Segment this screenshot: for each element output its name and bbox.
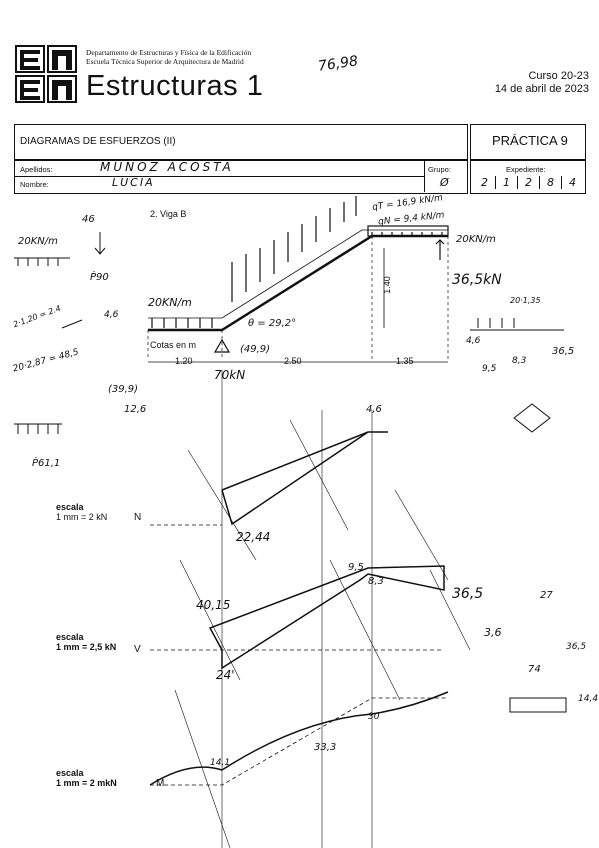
note-4-6: 4,6 bbox=[104, 310, 119, 320]
reaction-left-label: 70kN bbox=[214, 368, 246, 382]
m-scale-title: escala bbox=[56, 768, 84, 778]
load-right-label: 20KN/m bbox=[456, 234, 496, 245]
v-scale-title: escala bbox=[56, 632, 84, 642]
note-12-6: 12,6 bbox=[124, 404, 147, 415]
v-scale-value: 1 mm = 2,5 kN bbox=[56, 642, 117, 652]
height-dim: 1.40 bbox=[381, 276, 392, 294]
grupo-label: Grupo: bbox=[428, 165, 451, 174]
sketch-diamond bbox=[513, 403, 551, 433]
dept-line-1: Departamento de Estructuras y Física de … bbox=[86, 48, 252, 57]
apellidos-label: Apellidos: bbox=[20, 165, 53, 174]
n-scale-value: 1 mm = 2 kN bbox=[56, 512, 108, 522]
v-diagram bbox=[208, 565, 445, 670]
nombre-value: LUCIA bbox=[112, 176, 155, 189]
note-39-9: (39,9) bbox=[108, 384, 139, 395]
sketch-load-2 bbox=[14, 423, 62, 434]
m-scale-value: 1 mm = 2 mkN bbox=[56, 778, 117, 788]
m-val-2: 33,3 bbox=[314, 742, 337, 753]
right-note-d: 3,6 bbox=[484, 626, 502, 639]
n-scale: escala 1 mm = 2 kN bbox=[56, 502, 107, 522]
m-symbol: M bbox=[156, 778, 165, 789]
m-val-3: 30 bbox=[368, 712, 380, 722]
n-diagram bbox=[221, 431, 388, 491]
v-val-4: 8,3 bbox=[368, 576, 384, 587]
sketch-box bbox=[509, 697, 567, 713]
reaction-right-label: 36,5kN bbox=[452, 272, 502, 288]
left-support bbox=[213, 338, 231, 353]
v-scale: escala 1 mm = 2,5 kN bbox=[56, 632, 116, 652]
course-year: Curso 20-23 bbox=[528, 70, 589, 82]
course-info: Curso 20-23 14 de abril de 2023 bbox=[495, 70, 589, 96]
v-val-2: 24' bbox=[216, 668, 235, 682]
n-symbol: N bbox=[134, 512, 142, 523]
expediente-digit: 2 bbox=[474, 176, 496, 189]
note-p90: Ṗ90 bbox=[90, 272, 109, 283]
dim-1: 1.20 bbox=[175, 356, 193, 366]
beam-label: 2. Viga B bbox=[150, 209, 187, 219]
expediente-digit: 1 bbox=[496, 176, 518, 189]
right-note-c: 74 bbox=[528, 664, 541, 675]
course-title: Estructuras 1 bbox=[86, 70, 264, 102]
v-val-3: 9,5 bbox=[348, 562, 364, 573]
sketch-load bbox=[14, 257, 70, 266]
note-46: 46 bbox=[82, 214, 95, 225]
n-val-bottom: 22,44 bbox=[236, 530, 271, 544]
section-title: DIAGRAMAS DE ESFUERZOS (II) bbox=[20, 136, 176, 147]
col-divider bbox=[424, 160, 425, 192]
n-val-top: 4,6 bbox=[366, 404, 382, 415]
row-divider bbox=[14, 176, 424, 177]
inclined-load-arrows bbox=[231, 196, 357, 302]
v-symbol: V bbox=[134, 644, 141, 655]
note-r3: 9,5 bbox=[482, 364, 497, 374]
note-r2: 4,6 bbox=[466, 336, 481, 346]
dim-2: 2.50 bbox=[284, 356, 302, 366]
note-r4: 8,3 bbox=[512, 356, 527, 366]
v-val-1: 40,15 bbox=[196, 598, 231, 612]
m-baseline bbox=[150, 697, 448, 786]
expediente-digit: 8 bbox=[540, 176, 562, 189]
form-title-box bbox=[14, 124, 468, 160]
note-r5: 36,5 bbox=[552, 346, 575, 357]
left-load bbox=[151, 318, 213, 328]
n-scale-title: escala bbox=[56, 502, 84, 512]
expediente-digit: 2 bbox=[518, 176, 540, 189]
sketch-right bbox=[470, 318, 564, 331]
right-reaction-arrow bbox=[435, 239, 445, 260]
dept-line-2: Escuela Técnica Superior de Arquitectura… bbox=[86, 57, 244, 66]
etsam-logo bbox=[15, 45, 77, 103]
note-load: 20KN/m bbox=[18, 236, 58, 247]
note-r1: 20·1,35 bbox=[510, 296, 541, 305]
expediente-label: Expediente: bbox=[506, 165, 546, 174]
expediente-box bbox=[470, 160, 586, 194]
department-name: Departamento de Estructuras y Física de … bbox=[86, 48, 251, 66]
dim-3: 1.35 bbox=[396, 356, 414, 366]
v-val-5: 36,5 bbox=[452, 586, 484, 602]
m-val-1: 14,1 bbox=[210, 758, 231, 768]
student-box bbox=[14, 160, 468, 194]
expediente-digits: 2 1 2 8 4 bbox=[474, 176, 583, 189]
practice-label: PRÁCTICA 9 bbox=[492, 133, 568, 148]
m-diagram bbox=[149, 691, 449, 786]
reaction-left-mid: (49,9) bbox=[240, 344, 271, 355]
right-note-a: 27 bbox=[540, 590, 553, 601]
exam-date: 14 de abril de 2023 bbox=[494, 83, 589, 95]
right-load bbox=[367, 225, 449, 237]
sketch-arrow bbox=[94, 232, 106, 255]
beam-axis bbox=[148, 234, 448, 332]
angle-label: θ = 29,2° bbox=[248, 318, 297, 329]
cotas-label: Cotas en m bbox=[150, 340, 197, 350]
m-scale: escala 1 mm = 2 mkN bbox=[56, 768, 117, 788]
practice-box bbox=[470, 124, 586, 160]
note-p61: Ṗ61,1 bbox=[32, 458, 61, 469]
load-line bbox=[148, 229, 448, 319]
nombre-label: Nombre: bbox=[20, 180, 49, 189]
grupo-value: Ø bbox=[440, 176, 449, 189]
right-note-e: 14,4 bbox=[578, 694, 599, 704]
expediente-digit: 4 bbox=[569, 176, 576, 189]
apellidos-value: MUÑOZ ACOSTA bbox=[100, 160, 234, 174]
load-left-label: 20KN/m bbox=[148, 296, 192, 309]
right-note-b: 36,5 bbox=[566, 642, 587, 652]
